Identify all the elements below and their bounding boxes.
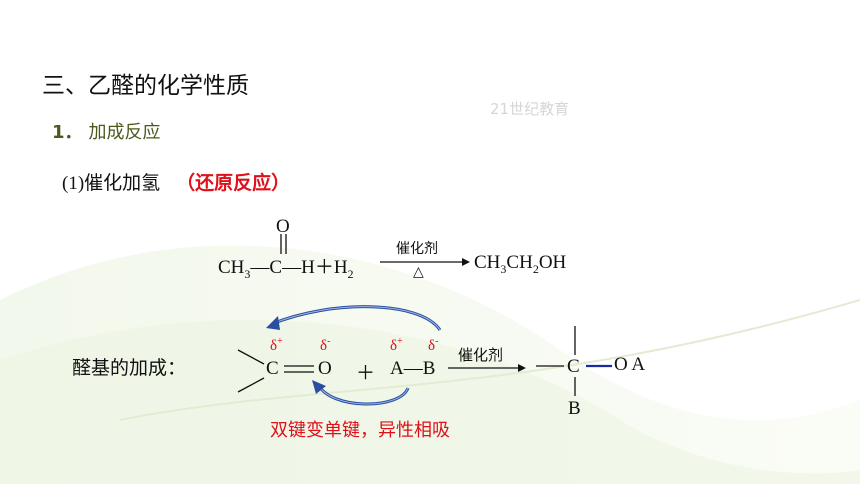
reaction1-ch: CH	[218, 257, 245, 278]
page-heading: 三、乙醛的化学性质	[42, 73, 249, 99]
addition-plus: ＋	[356, 363, 376, 384]
delta-minus-b: δ-	[428, 336, 439, 354]
reaction1-heat: △	[413, 264, 424, 280]
addition-note: 双键变单键，异性相吸	[270, 420, 450, 441]
product-sub-3: 3	[500, 261, 507, 276]
addition-carbon: C	[266, 358, 279, 379]
product-oa: O A	[614, 354, 646, 375]
reaction1-ch3-sub: 3	[244, 266, 251, 281]
item-catalytic-hydrogenation: (1)催化加氢 （还原反应）	[62, 168, 290, 195]
reaction1-catalyst: 催化剂	[396, 241, 438, 257]
item-text: (1)催化加氢	[62, 173, 161, 194]
product-oh: OH	[538, 252, 567, 273]
product-ch-2: CH	[506, 252, 533, 273]
product-carbon: C	[567, 356, 580, 377]
subheading-number: 1．	[52, 122, 83, 143]
addition-oxygen: O	[318, 358, 332, 379]
reaction1-h2-sub: 2	[347, 266, 354, 281]
reaction1-carbon: C	[269, 257, 283, 278]
delta-plus-c: δ+	[270, 336, 283, 354]
product-sub-2: 2	[532, 261, 539, 276]
item-highlight: （还原反应）	[176, 172, 291, 194]
reaction1-reactant: CH3—C—H＋H2	[218, 252, 354, 282]
addition-catalyst: 催化剂	[458, 346, 504, 364]
delta-plus-a: δ+	[390, 336, 403, 354]
product-b: B	[568, 398, 581, 419]
delta-minus-o: δ-	[320, 336, 331, 354]
aldehyde-addition-label: 醛基的加成：	[72, 357, 187, 379]
reaction1-h-plus-h2: —H＋H	[282, 257, 348, 278]
product-ch-1: CH	[474, 252, 501, 273]
reaction1-oxygen: O	[276, 216, 290, 237]
reagent-a: A—B	[390, 358, 436, 379]
reaction1-dash: —	[250, 257, 270, 278]
watermark-logo: 21世纪教育	[490, 100, 570, 118]
subheading-text: 加成反应	[88, 122, 161, 143]
reaction1-product: CH3CH2OH	[474, 252, 566, 277]
subheading: 1．加成反应	[52, 118, 161, 144]
